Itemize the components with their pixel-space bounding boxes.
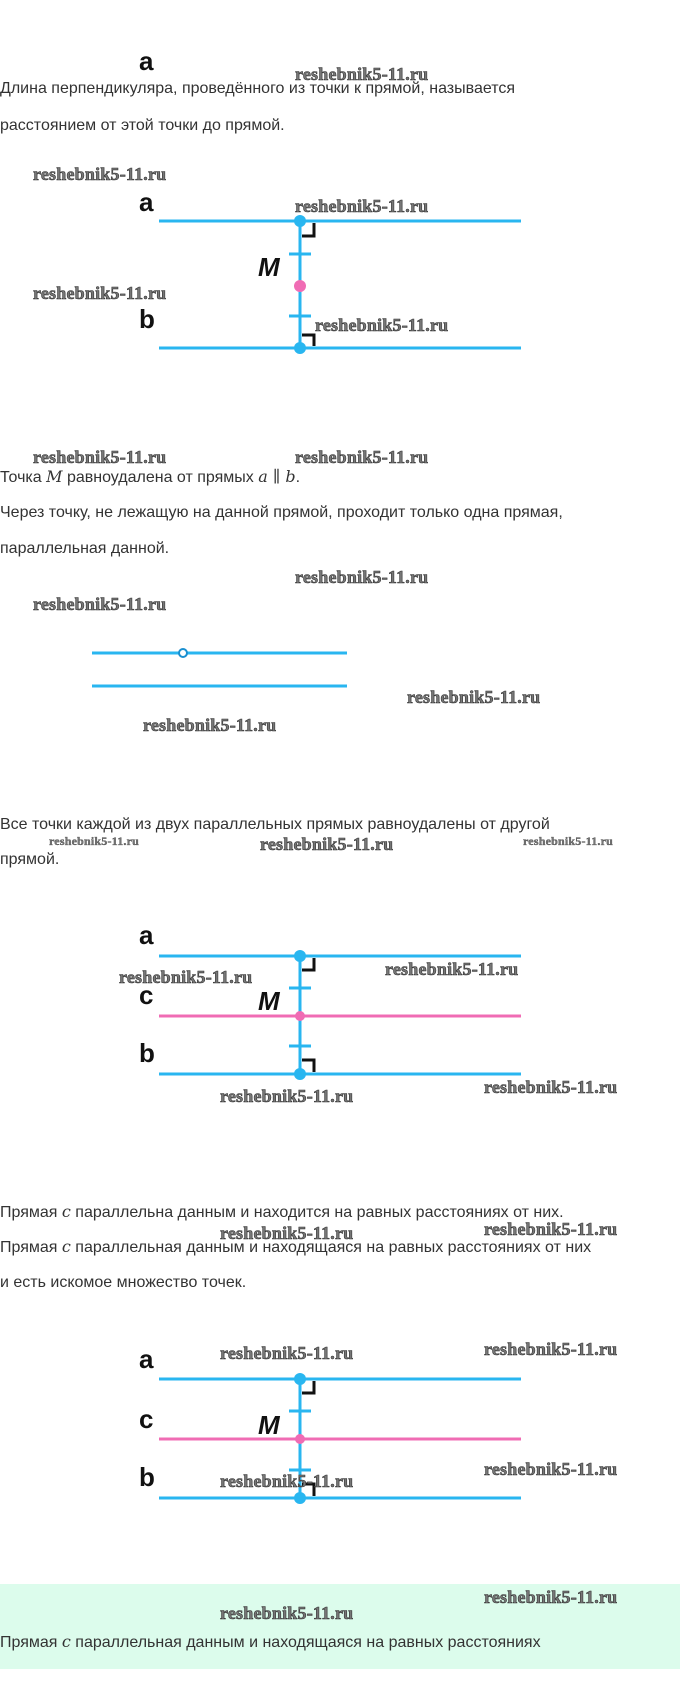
text: параллельная данным и находящаяся на рав… [70,1634,541,1651]
point [178,648,188,658]
right-angle-mark [302,1058,316,1072]
label-a: a [139,187,154,217]
text: Прямая [0,1204,62,1221]
paragraph: прямой. [0,851,60,868]
paragraph: и есть искомое множество точек. [0,1274,247,1291]
paragraph: Длина перпендикуляра, проведённого из то… [0,80,516,97]
paragraph: Все точки каждой из двух параллельных пр… [0,816,550,833]
text: Точка [0,469,47,486]
watermark: reshebnik5-11.ru [220,1343,354,1364]
watermark: reshebnik5-11.ru [295,567,429,588]
label-b: b [139,304,155,334]
label-M: M [258,986,280,1016]
watermark: reshebnik5-11.ru [33,594,167,615]
label-b: b [139,1462,155,1492]
watermark: reshebnik5-11.ru [484,1339,618,1360]
watermark: reshebnik5-11.ru [49,834,139,848]
right-angle-mark [302,1381,316,1395]
watermark: reshebnik5-11.ru [220,1223,354,1244]
label-b: b [139,1038,155,1068]
diagram-parallel-through-point [92,648,347,688]
paragraph: Прямая c параллельная данным и находящая… [0,1632,541,1653]
point [294,950,306,962]
right-angle-mark [302,333,316,346]
label-c: c [139,980,154,1010]
watermark: reshebnik5-11.ru [33,447,167,468]
text: параллельная данным и находящаяся на рав… [70,1239,592,1256]
point-M [295,1434,305,1444]
paragraph: Прямая c параллельна данным и находится … [0,1202,564,1223]
point [294,1068,306,1080]
expr: a ∥ b [258,467,296,486]
label-a: a [139,1344,154,1374]
point [294,1373,306,1385]
watermark: reshebnik5-11.ru [119,967,253,988]
watermark: reshebnik5-11.ru [260,834,394,855]
point-M [295,1011,305,1021]
point [294,1492,306,1504]
text: равноудалена от прямых [62,469,259,486]
watermark: reshebnik5-11.ru [220,1471,354,1492]
diagram-equidistant-line-2 [159,1373,521,1504]
diagram-equidistant-line [159,950,521,1080]
diagram-distance-point-line [159,215,521,354]
label-a: a [139,46,154,76]
watermark: reshebnik5-11.ru [33,283,167,304]
watermark: reshebnik5-11.ru [484,1077,618,1098]
watermark: reshebnik5-11.ru [143,715,277,736]
watermark: reshebnik5-11.ru [523,834,613,848]
label-a: a [139,920,154,950]
watermark: reshebnik5-11.ru [295,64,429,85]
right-angle-mark [302,958,316,972]
watermark: reshebnik5-11.ru [315,315,449,336]
paragraph: расстоянием от этой точки до прямой. [0,117,285,134]
watermark: reshebnik5-11.ru [295,447,429,468]
right-angle-mark [302,1482,316,1496]
watermark: reshebnik5-11.ru [33,164,167,185]
var-M: M [46,467,63,486]
label-M: M [258,252,280,282]
watermark: reshebnik5-11.ru [484,1459,618,1480]
point-M [294,280,306,292]
paragraph: Точка M равноудалена от прямых a ∥ b. [0,467,300,488]
watermark: reshebnik5-11.ru [220,1603,354,1624]
paragraph: Прямая c параллельная данным и находящая… [0,1237,591,1258]
label-c: c [139,1404,154,1434]
watermark: reshebnik5-11.ru [385,959,519,980]
text: Прямая [0,1634,62,1651]
point [294,215,306,227]
right-angle-mark [302,223,316,238]
watermark: reshebnik5-11.ru [484,1587,618,1608]
var-c: c [61,1632,71,1651]
watermark: reshebnik5-11.ru [407,687,541,708]
text: . [295,469,301,486]
text: параллельна данным и находится на равных… [70,1204,564,1221]
var-c: c [61,1202,71,1221]
var-c: c [61,1237,71,1256]
watermark: reshebnik5-11.ru [220,1086,354,1107]
watermark: reshebnik5-11.ru [295,196,429,217]
paragraph: Через точку, не лежащую на данной прямой… [0,504,563,521]
paragraph: параллельная данной. [0,540,170,557]
watermark: reshebnik5-11.ru [484,1219,618,1240]
point [294,342,306,354]
label-M: M [258,1410,280,1440]
highlight-box [0,1584,680,1669]
text: Прямая [0,1239,62,1256]
